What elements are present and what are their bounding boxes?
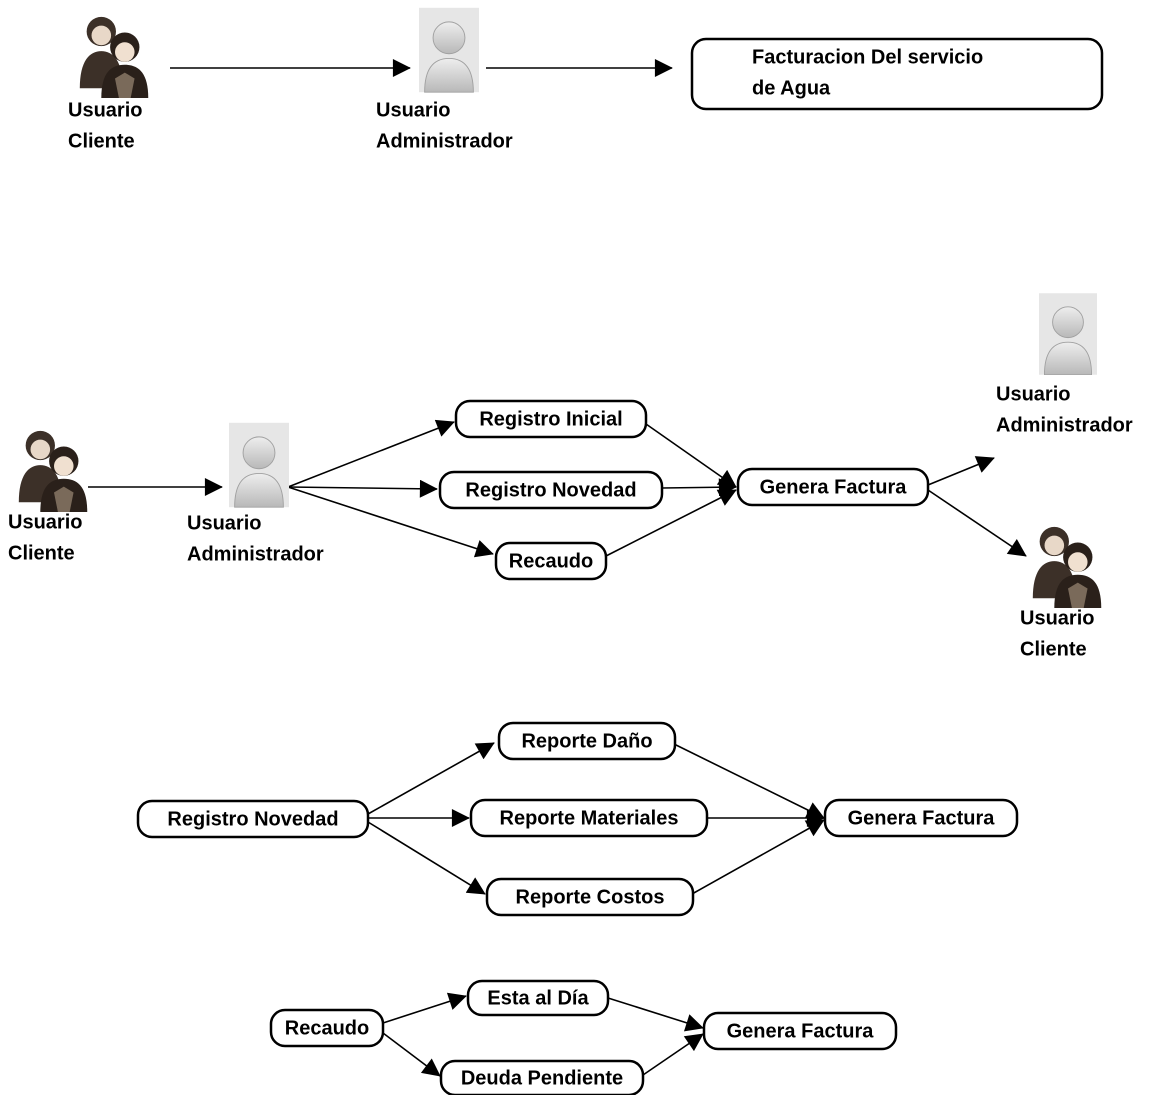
d2-node-genera-factura-box [736, 467, 930, 507]
d1-admin-actor-label-line-0: Usuario [376, 99, 450, 121]
d2-admin-actor-label-line-1: Administrador [187, 543, 324, 565]
d4-edge-al-dia-genera [607, 997, 704, 1032]
d2-edge-admin-registro-novedad [287, 479, 438, 498]
user-silhouette-icon [419, 7, 479, 93]
d2-node-registro-novedad-label: Registro Novedad [465, 479, 636, 501]
d2-node-registro-inicial-box [454, 399, 648, 439]
d3-node-reporte-costos-label: Reporte Costos [516, 886, 665, 908]
d4-node-recaudo-label: Recaudo [285, 1017, 369, 1039]
d3-node-reporte-materiales-box [469, 798, 709, 838]
d4-edge-recaudo-deuda [382, 1032, 441, 1077]
shapes-layer: UsuarioClienteUsuarioAdministradorFactur… [8, 7, 1133, 1095]
d1-system-label-line-0: Facturacion Del servicio [752, 46, 983, 68]
d1-system-rect [690, 37, 1104, 111]
d2-out-admin-actor-label-line-0: Usuario [996, 383, 1070, 405]
d3-node-reporte-dano[interactable]: Reporte Daño [497, 721, 677, 761]
d3-node-registro-novedad-label: Registro Novedad [167, 808, 338, 830]
d2-client-actor-label-line-0: Usuario [8, 511, 82, 533]
d2-client-actor-label-line-1: Cliente [8, 542, 75, 564]
d3-node-reporte-dano-label: Reporte Daño [521, 730, 652, 752]
d3-node-genera-factura[interactable]: Genera Factura [823, 798, 1019, 838]
d2-edge-recaudo-genera [605, 489, 737, 557]
d2-node-recaudo[interactable]: Recaudo [494, 541, 608, 581]
d2-edge-genera-client [927, 489, 1027, 557]
d2-out-admin-actor-label-line-1: Administrador [996, 414, 1133, 436]
d2-edge-inicial-genera [645, 423, 737, 488]
d3-edge-dano-genera [673, 743, 825, 819]
d3-node-registro-novedad-box [136, 799, 370, 839]
user-group-icon [18, 430, 88, 512]
d3-node-reporte-dano-box [497, 721, 677, 761]
d3-node-reporte-materiales[interactable]: Reporte Materiales [469, 798, 709, 838]
d3-edge-source-costos [367, 821, 486, 895]
d4-node-deuda-pendiente-label: Deuda Pendiente [461, 1067, 623, 1089]
d2-node-registro-inicial[interactable]: Registro Inicial [454, 399, 648, 439]
d4-node-esta-al-dia[interactable]: Esta al Día [466, 979, 610, 1017]
d2-edge-genera-admin [927, 456, 995, 486]
edges-layer [88, 59, 1027, 1077]
d2-node-registro-novedad-box [438, 470, 664, 510]
user-silhouette-icon [1039, 293, 1097, 375]
d2-edge-novedad-genera [661, 478, 737, 497]
d3-edge-source-dano [367, 742, 495, 815]
d1-admin-actor-label-line-1: Administrador [376, 130, 513, 152]
d2-node-recaudo-box [494, 541, 608, 581]
d4-node-esta-al-dia-box [466, 979, 610, 1017]
d2-node-registro-inicial-label: Registro Inicial [479, 408, 622, 430]
d3-edge-costos-genera [691, 819, 825, 895]
d1-system-label-line-1: de Agua [752, 77, 831, 99]
d4-node-deuda-pendiente-box [439, 1059, 645, 1095]
d1-client-actor-label-line-0: Usuario [68, 99, 142, 121]
d2-admin-actor-label-line-0: Usuario [187, 512, 261, 534]
d4-node-genera-factura-box [702, 1011, 898, 1051]
d3-node-reporte-costos[interactable]: Reporte Costos [485, 877, 695, 917]
user-group-icon [79, 16, 149, 98]
d2-out-client-actor-label-line-1: Cliente [1020, 638, 1087, 660]
user-group-icon [1032, 526, 1102, 608]
d2-node-genera-factura[interactable]: Genera Factura [736, 467, 930, 507]
d2-node-registro-novedad[interactable]: Registro Novedad [438, 470, 664, 510]
d3-node-genera-factura-label: Genera Factura [848, 807, 996, 829]
d4-edge-deuda-genera [642, 1033, 704, 1076]
d4-node-recaudo[interactable]: Recaudo [269, 1008, 385, 1048]
d2-node-recaudo-label: Recaudo [509, 550, 593, 572]
d2-out-client-actor-label-line-0: Usuario [1020, 607, 1094, 629]
d4-node-recaudo-box [269, 1008, 385, 1048]
d1-client-actor-label-line-1: Cliente [68, 130, 135, 152]
d3-node-registro-novedad[interactable]: Registro Novedad [136, 799, 370, 839]
d1-system-box[interactable]: Facturacion Del servicio de Agua [690, 37, 1104, 111]
d3-node-reporte-costos-box [485, 877, 695, 917]
d4-edge-recaudo-al-dia [382, 992, 467, 1024]
d4-node-deuda-pendiente[interactable]: Deuda Pendiente [439, 1059, 645, 1095]
d4-node-esta-al-dia-label: Esta al Día [487, 987, 589, 1009]
d2-node-genera-factura-label: Genera Factura [760, 476, 908, 498]
d2-edge-admin-registro-inicial [287, 419, 455, 488]
d3-node-genera-factura-box [823, 798, 1019, 838]
d3-node-reporte-materiales-label: Reporte Materiales [500, 807, 679, 829]
d4-node-genera-factura[interactable]: Genera Factura [702, 1011, 898, 1051]
user-silhouette-icon [229, 422, 289, 508]
d4-node-genera-factura-label: Genera Factura [727, 1020, 875, 1042]
d2-edge-admin-recaudo [287, 486, 494, 558]
